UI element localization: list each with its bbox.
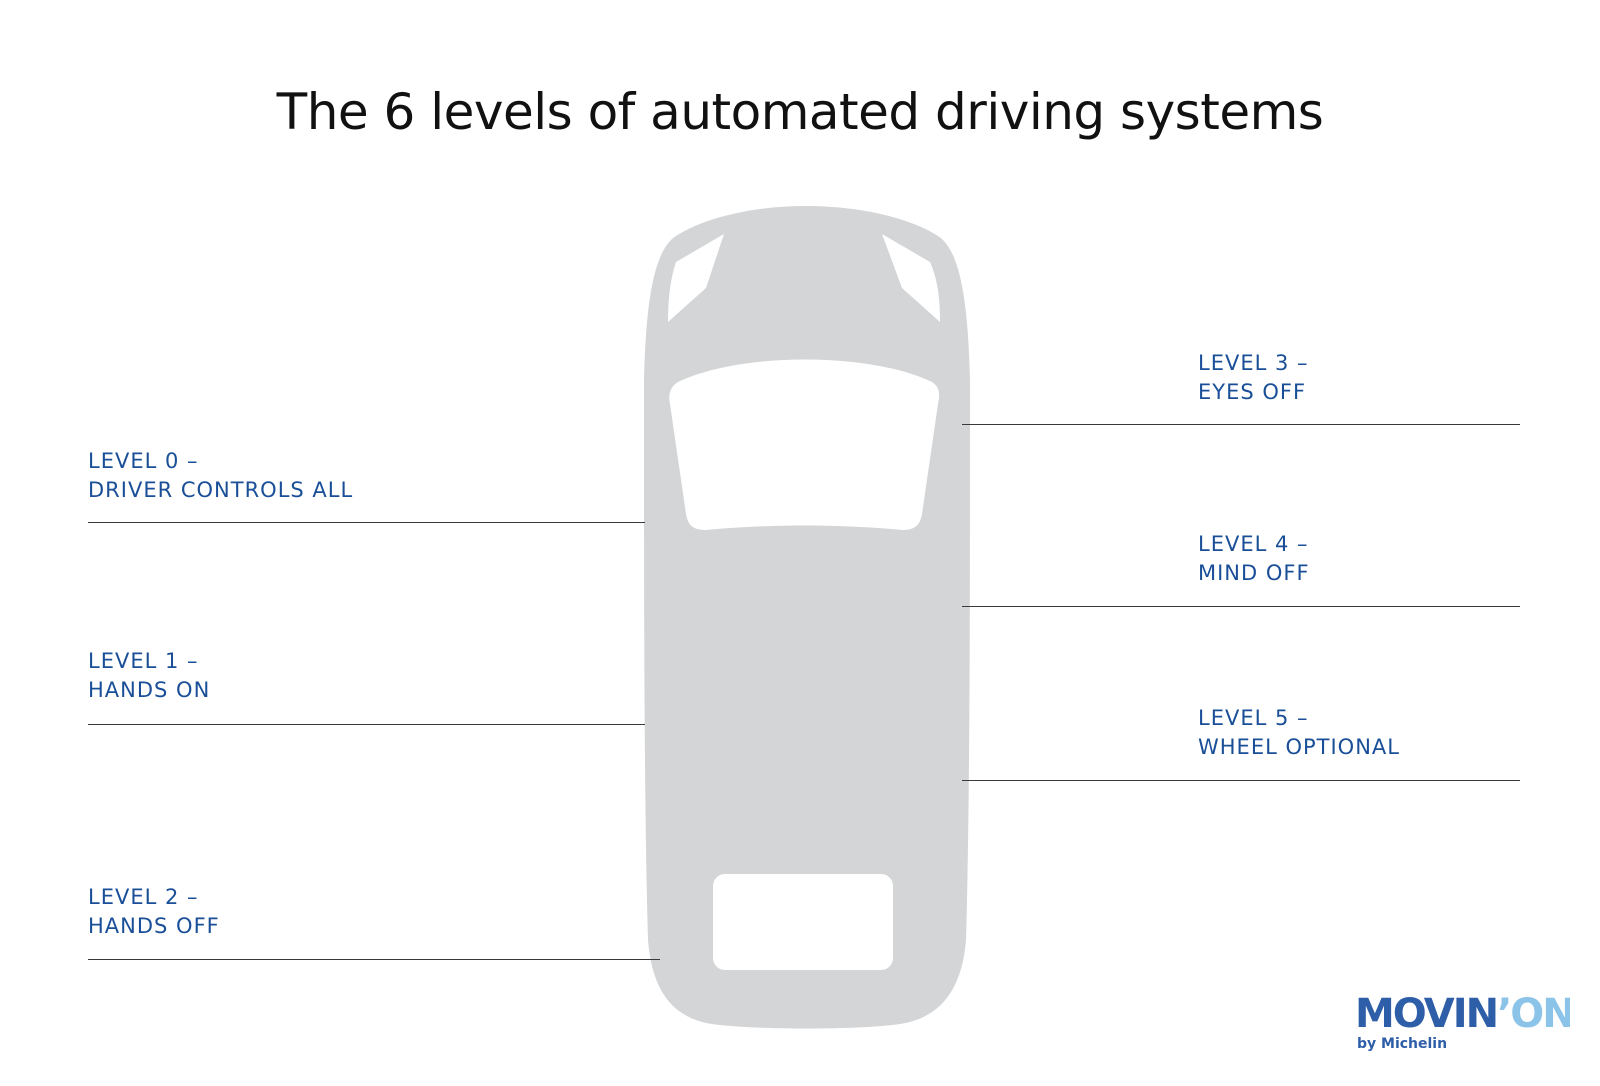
logo-main-dark: MOVIN	[1355, 991, 1497, 1037]
level-1-rule	[88, 724, 645, 725]
level-3-number: LEVEL 3 –	[1198, 351, 1309, 375]
level-4-rule	[962, 606, 1520, 607]
windshield	[669, 359, 940, 530]
level-3-rule	[962, 424, 1520, 425]
level-5-name: WHEEL OPTIONAL	[1198, 735, 1400, 759]
logo-main-light: ’ON	[1497, 991, 1570, 1037]
level-0-label: LEVEL 0 – DRIVER CONTROLS ALL	[88, 447, 353, 505]
level-5-rule	[962, 780, 1520, 781]
level-5-number: LEVEL 5 –	[1198, 706, 1309, 730]
rear-window	[713, 874, 893, 970]
movinon-logo: MOVIN’ON by Michelin	[1355, 991, 1570, 1052]
level-0-name: DRIVER CONTROLS ALL	[88, 478, 354, 502]
level-0-rule	[88, 522, 645, 523]
level-2-name: HANDS OFF	[88, 914, 220, 938]
level-1-label: LEVEL 1 – HANDS ON	[88, 647, 210, 705]
level-3-label: LEVEL 3 – EYES OFF	[1198, 349, 1309, 407]
level-2-rule	[88, 959, 660, 960]
level-4-name: MIND OFF	[1198, 561, 1310, 585]
level-4-number: LEVEL 4 –	[1198, 532, 1309, 556]
left-side-window	[668, 234, 724, 322]
level-0-number: LEVEL 0 –	[88, 449, 199, 473]
level-2-label: LEVEL 2 – HANDS OFF	[88, 883, 220, 941]
level-2-number: LEVEL 2 –	[88, 885, 199, 909]
level-5-label: LEVEL 5 – WHEEL OPTIONAL	[1198, 704, 1400, 762]
right-side-window	[882, 234, 940, 322]
level-3-name: EYES OFF	[1198, 380, 1307, 404]
svg-text:MOVIN’ON: MOVIN’ON	[1355, 991, 1570, 1037]
level-1-number: LEVEL 1 –	[88, 649, 199, 673]
logo-tagline: by Michelin	[1357, 1036, 1447, 1052]
level-1-name: HANDS ON	[88, 678, 211, 702]
page-title: The 6 levels of automated driving system…	[276, 83, 1324, 141]
level-4-label: LEVEL 4 – MIND OFF	[1198, 530, 1310, 588]
